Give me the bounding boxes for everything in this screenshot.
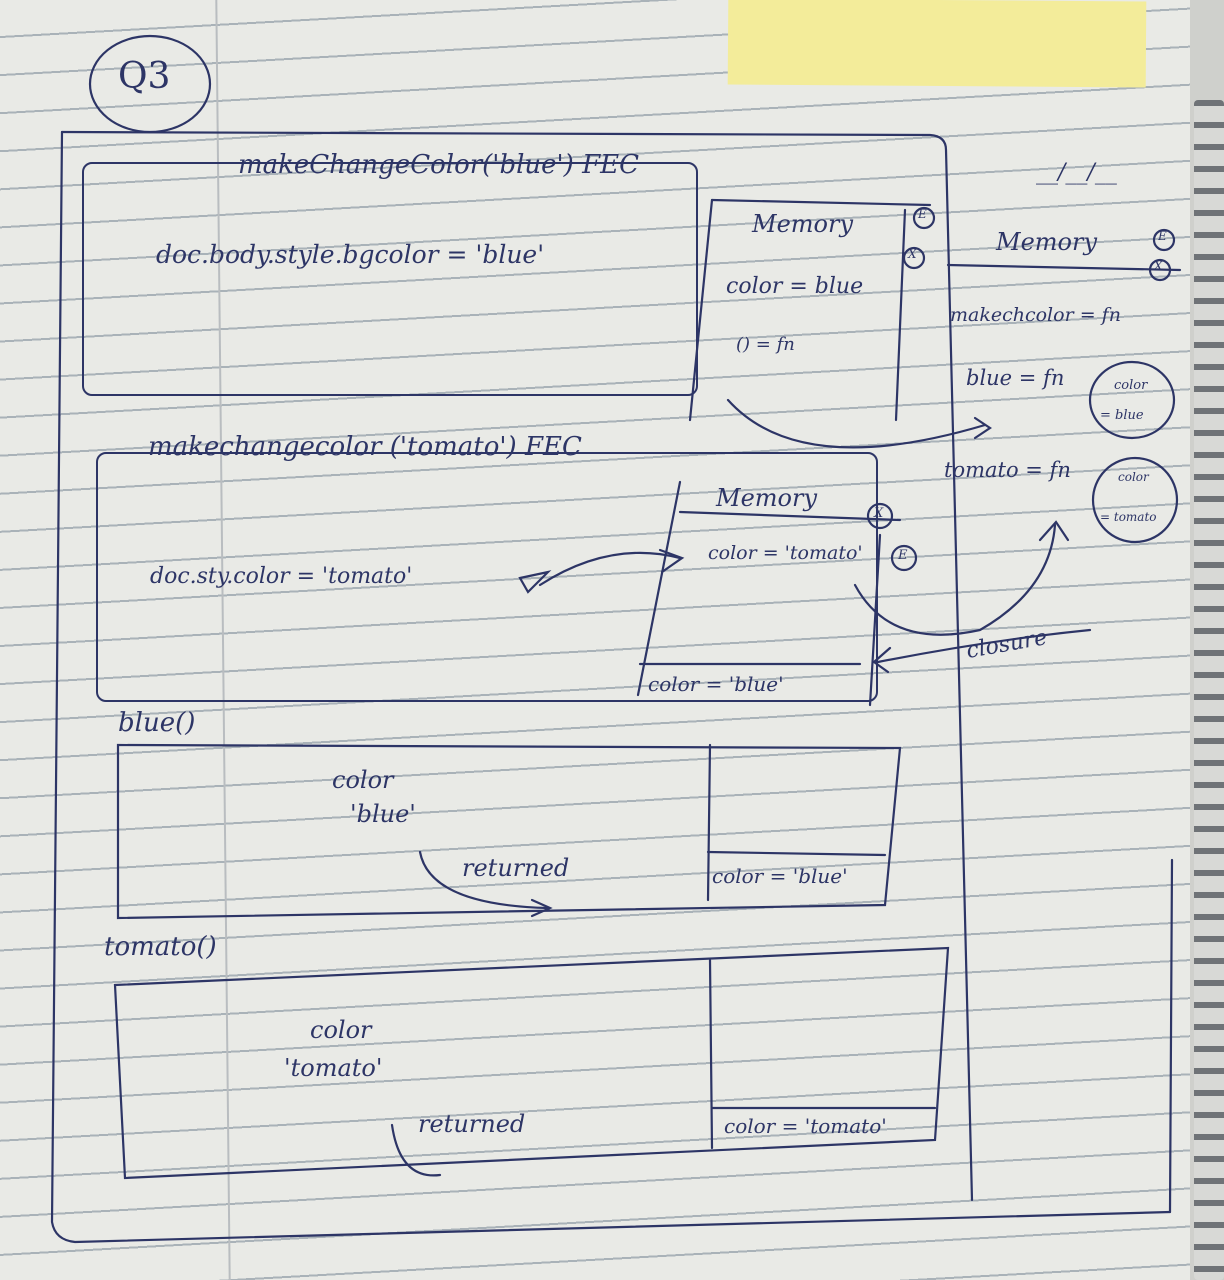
blue-call-line2: 'blue' — [350, 800, 416, 828]
question-label: Q3 — [118, 56, 171, 97]
badge-x: X — [908, 247, 917, 261]
fec-tomato-box — [96, 452, 878, 702]
notebook-page — [0, 0, 1190, 1280]
badge-x: X — [874, 506, 884, 521]
blue-closure-color: color — [1114, 378, 1148, 393]
blue-call-title: blue() — [118, 708, 196, 738]
badge-e: E — [898, 548, 908, 563]
fec-blue-memory-row: color = blue — [726, 274, 864, 299]
blue-closure-value: = blue — [1100, 408, 1144, 423]
blue-call-returned: returned — [462, 854, 570, 882]
badge-e: E — [918, 207, 927, 221]
badge-x: X — [1154, 259, 1163, 273]
tomato-call-returned: returned — [418, 1110, 526, 1138]
tomato-call-title: tomato() — [104, 932, 217, 962]
global-row-makechcolor: makechcolor = fn — [950, 304, 1121, 326]
global-memory-title: Memory — [996, 228, 1098, 256]
fec-blue-title: makeChangeColor('blue') FEC — [238, 150, 640, 180]
tomato-closure-color: color — [1118, 470, 1149, 484]
blue-call-line1: color — [332, 766, 394, 794]
tomato-call-memory-row: color = 'tomato' — [724, 1114, 887, 1138]
global-row-blue: blue = fn — [966, 366, 1065, 390]
fec-blue-code: doc.body.style.bgcolor = 'blue' — [156, 240, 545, 269]
tomato-closure-value: = tomato — [1100, 510, 1157, 524]
fec-tomato-memory-title: Memory — [716, 484, 818, 512]
fec-tomato-code: doc.sty.color = 'tomato' — [150, 564, 413, 589]
fec-tomato-closure-row: color = 'blue' — [648, 672, 784, 696]
fec-blue-box — [82, 162, 698, 396]
spiral-binding — [1194, 100, 1224, 1280]
fec-blue-memory-fn: () = fn — [736, 334, 795, 355]
fec-blue-memory-title: Memory — [752, 210, 854, 238]
fec-tomato-title: makechangecolor ('tomato') FEC — [148, 432, 582, 462]
blue-call-memory-row: color = 'blue' — [712, 864, 848, 888]
date-field: __/__/__ — [1036, 160, 1117, 185]
badge-e: E — [1158, 229, 1167, 243]
tomato-call-line2: 'tomato' — [284, 1054, 383, 1082]
global-row-tomato: tomato = fn — [944, 458, 1071, 482]
tomato-call-line1: color — [310, 1016, 372, 1044]
fec-tomato-memory-row: color = 'tomato' — [708, 542, 863, 564]
